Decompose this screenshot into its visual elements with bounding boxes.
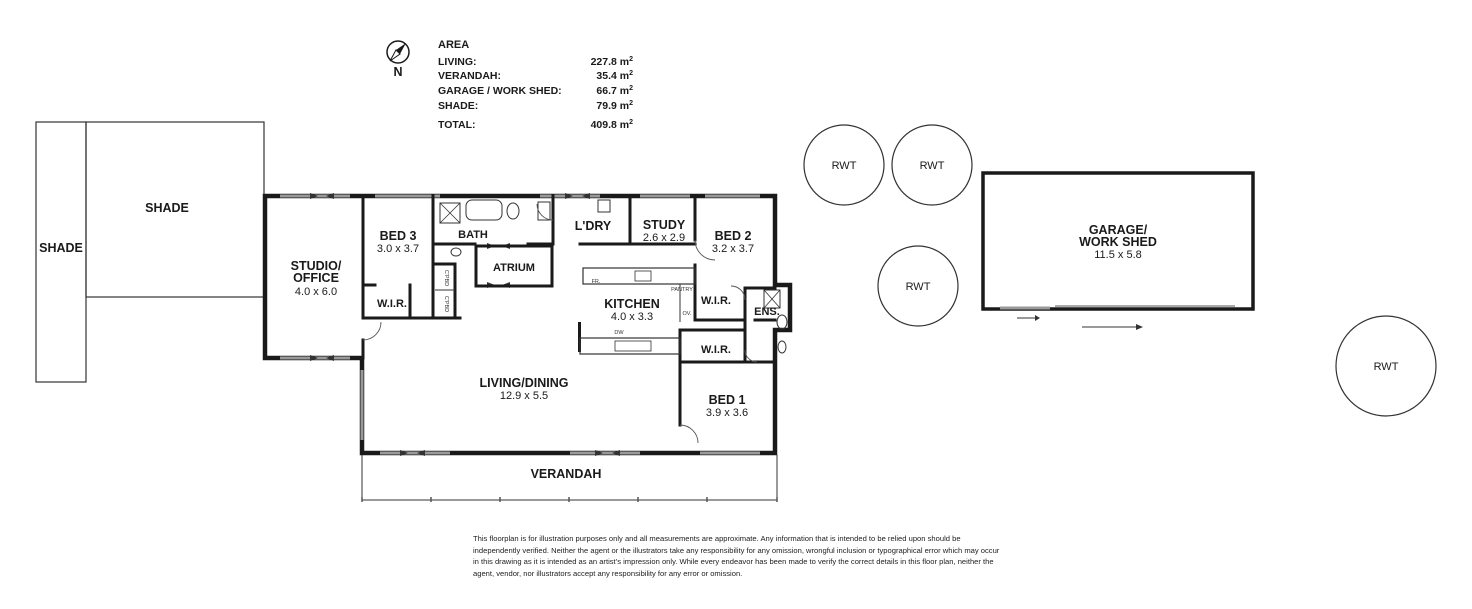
rainwater-tank: RWT — [1335, 315, 1437, 417]
rwt-label-1: RWT — [832, 160, 857, 172]
verandah-outline — [361, 455, 778, 502]
room-label-bed2: BED 2 — [715, 229, 752, 243]
disclaimer-text: This floorplan is for illustration purpo… — [473, 534, 1000, 578]
area-label-total: TOTAL: — [438, 119, 476, 131]
north-arrow-icon — [386, 40, 410, 64]
garage-work-shed — [981, 171, 1255, 330]
room-label-bed1: BED 1 — [709, 393, 746, 407]
room-dim-bed1: 3.9 x 3.6 — [706, 407, 748, 419]
label-oven: OV. — [683, 311, 692, 317]
room-label-living: LIVING/DINING — [480, 376, 569, 390]
rainwater-tank: RWT — [803, 124, 885, 206]
area-label-verandah: VERANDAH: — [438, 70, 501, 82]
area-value-shade: 79.9 m2 — [596, 100, 633, 112]
room-dim-kitchen: 4.0 x 3.3 — [611, 311, 653, 323]
area-value-verandah: 35.4 m2 — [596, 70, 633, 82]
area-label-living: LIVING: — [438, 56, 477, 68]
label-dishwasher: DW — [614, 330, 624, 336]
room-label-shade-top: SHADE — [145, 201, 189, 215]
room-dim-study: 2.6 x 2.9 — [643, 232, 685, 244]
room-label-kitchen: KITCHEN — [604, 297, 660, 311]
room-dim-studio: 4.0 x 6.0 — [295, 286, 337, 298]
room-label-studio-2: OFFICE — [293, 271, 339, 285]
room-label-studio-1: STUDIO/ — [291, 259, 342, 273]
windows — [280, 194, 760, 455]
room-label-bath: BATH — [458, 229, 488, 241]
area-value-total: 409.8 m2 — [591, 119, 634, 131]
label-cpbd-1: C'PBD — [443, 270, 449, 286]
area-heading: AREA — [438, 39, 469, 51]
fixtures — [439, 199, 788, 354]
rainwater-tank: RWT — [891, 124, 973, 206]
door-swings — [362, 203, 758, 444]
room-label-wir-bed3: W.I.R. — [377, 298, 407, 310]
label-pantry: PANTRY — [671, 287, 693, 293]
room-label-atrium: ATRIUM — [493, 262, 535, 274]
room-label-bed3: BED 3 — [380, 229, 417, 243]
room-dim-bed3: 3.0 x 3.7 — [377, 243, 419, 255]
rwt-label-4: RWT — [1374, 361, 1399, 373]
area-value-living: 227.8 m2 — [591, 56, 634, 68]
room-label-garage-2: WORK SHED — [1079, 235, 1157, 249]
room-label-ldry: L'DRY — [575, 219, 612, 233]
rwt-label-3: RWT — [906, 281, 931, 293]
room-dim-living: 12.9 x 5.5 — [500, 390, 548, 402]
label-fridge: FR. — [592, 279, 601, 285]
rwt-label-2: RWT — [920, 160, 945, 172]
room-label-garage-1: GARAGE/ — [1089, 223, 1148, 237]
room-label-ens: ENS. — [754, 306, 780, 318]
room-label-wir-bed1: W.I.R. — [701, 344, 731, 356]
room-label-study: STUDY — [643, 218, 686, 232]
label-cpbd-2: C'PBD — [443, 296, 449, 312]
room-dim-bed2: 3.2 x 3.7 — [712, 243, 754, 255]
interior-walls — [361, 194, 777, 427]
area-label-shade: SHADE: — [438, 100, 478, 112]
room-dim-garage: 11.5 x 5.8 — [1094, 249, 1142, 261]
room-label-shade-left: SHADE — [39, 241, 83, 255]
rainwater-tank: RWT — [877, 245, 959, 327]
compass-letter: N — [393, 65, 402, 79]
area-value-garage: 66.7 m2 — [596, 85, 633, 97]
area-table: AREA LIVING: 227.8 m2 VERANDAH: 35.4 m2 … — [438, 39, 633, 131]
room-label-verandah: VERANDAH — [531, 467, 602, 481]
room-label-wir-bed2: W.I.R. — [701, 295, 731, 307]
area-label-garage: GARAGE / WORK SHED: — [438, 85, 562, 97]
